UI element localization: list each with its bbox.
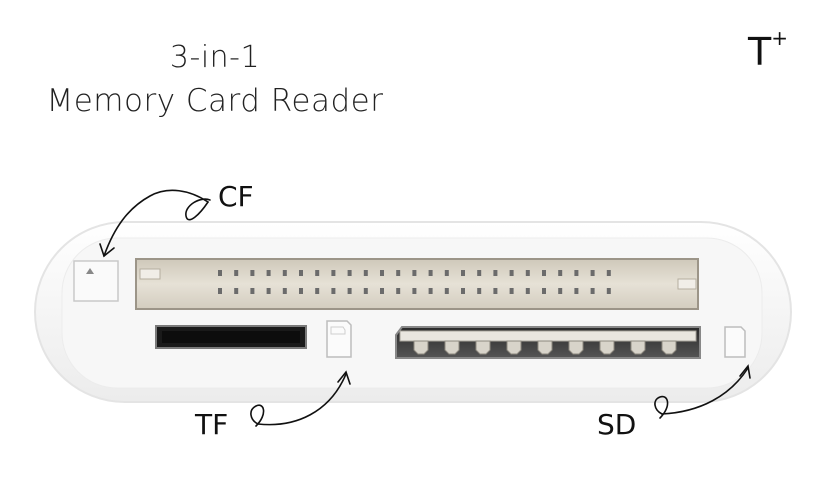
sd-contact xyxy=(599,340,615,355)
cf-callout-arrow xyxy=(103,189,209,257)
sd-callout-loop xyxy=(654,395,669,419)
cf-pin xyxy=(590,288,595,294)
cf-pin xyxy=(299,288,303,294)
cf-pin xyxy=(428,270,433,276)
cf-pin xyxy=(218,270,222,276)
tf-indicator xyxy=(326,320,352,358)
cf-pin xyxy=(396,288,401,294)
cf-pin xyxy=(590,270,595,276)
cf-indicator-triangle xyxy=(86,268,94,274)
cf-pin xyxy=(380,270,384,276)
cf-pin xyxy=(250,270,255,276)
cf-pin xyxy=(218,288,222,294)
cf-pin xyxy=(250,288,255,294)
sd-contact-row xyxy=(413,340,677,355)
cf-pin xyxy=(444,270,449,276)
sd-contact xyxy=(413,340,429,355)
title-line-1: 3-in-1 xyxy=(169,40,261,75)
cf-pin xyxy=(412,270,417,276)
cf-pin xyxy=(282,270,287,276)
cf-pin xyxy=(542,288,546,294)
cf-pin-grid xyxy=(218,270,611,294)
tf-label: TF xyxy=(195,408,229,441)
cf-pin xyxy=(282,288,287,294)
cf-pin xyxy=(493,270,498,276)
tf-callout-arrow xyxy=(257,373,347,426)
cf-pin xyxy=(412,288,417,294)
sd-slot-lip xyxy=(399,330,697,342)
cf-callout-loop xyxy=(185,198,211,221)
sd-indicator xyxy=(724,326,746,358)
cf-slot-left-guide xyxy=(139,268,161,280)
cf-pin xyxy=(606,270,611,276)
cf-pin xyxy=(331,270,336,276)
cf-pin xyxy=(606,288,611,294)
cf-arrow-head xyxy=(99,243,115,258)
cf-pin xyxy=(525,288,530,294)
tf-arrow-head xyxy=(337,370,351,385)
cf-pin xyxy=(347,288,352,294)
cf-pin xyxy=(477,270,482,276)
cf-pin xyxy=(461,270,465,276)
cf-slot-right-guide xyxy=(677,278,697,290)
cf-pin xyxy=(428,288,433,294)
cf-pin xyxy=(509,288,514,294)
cf-pin xyxy=(558,270,563,276)
sd-contact xyxy=(661,340,677,355)
cf-pin xyxy=(363,288,368,294)
cf-pin xyxy=(266,288,271,294)
cf-pin xyxy=(234,288,239,294)
cf-pin xyxy=(347,270,352,276)
cf-pin xyxy=(461,288,465,294)
sd-contact xyxy=(444,340,460,355)
cf-indicator xyxy=(73,260,119,302)
cf-pin xyxy=(380,288,384,294)
tf-indicator-mark xyxy=(330,326,346,335)
cf-pin xyxy=(444,288,449,294)
sd-label: SD xyxy=(597,408,637,441)
brand-logo: T+ xyxy=(748,26,788,74)
cf-pin xyxy=(558,288,563,294)
sd-contact xyxy=(630,340,646,355)
cf-slot xyxy=(135,258,699,310)
cf-pin xyxy=(234,270,239,276)
cf-pin xyxy=(331,288,336,294)
sd-contact xyxy=(506,340,522,355)
cf-pin xyxy=(315,270,320,276)
cf-pin xyxy=(574,270,579,276)
cf-pin xyxy=(509,270,514,276)
cf-pin xyxy=(542,270,546,276)
cf-pin xyxy=(299,270,303,276)
brand-plus: + xyxy=(771,26,788,51)
cf-pin xyxy=(363,270,368,276)
tf-slot-inner xyxy=(162,331,300,343)
cf-pin xyxy=(477,288,482,294)
cf-label: CF xyxy=(218,180,254,213)
cf-pin xyxy=(525,270,530,276)
cf-pin xyxy=(396,270,401,276)
sd-contact xyxy=(537,340,553,355)
tf-callout-loop xyxy=(250,404,265,427)
brand-mark: T xyxy=(748,30,772,74)
sd-arrow-head xyxy=(739,364,751,379)
sd-contact xyxy=(568,340,584,355)
cf-pin xyxy=(574,288,579,294)
cf-pin xyxy=(266,270,271,276)
sd-contact xyxy=(475,340,491,355)
sd-callout-arrow xyxy=(661,367,749,415)
title-line-2: Memory Card Reader xyxy=(46,83,384,119)
cf-pin xyxy=(493,288,498,294)
cf-pin xyxy=(315,288,320,294)
